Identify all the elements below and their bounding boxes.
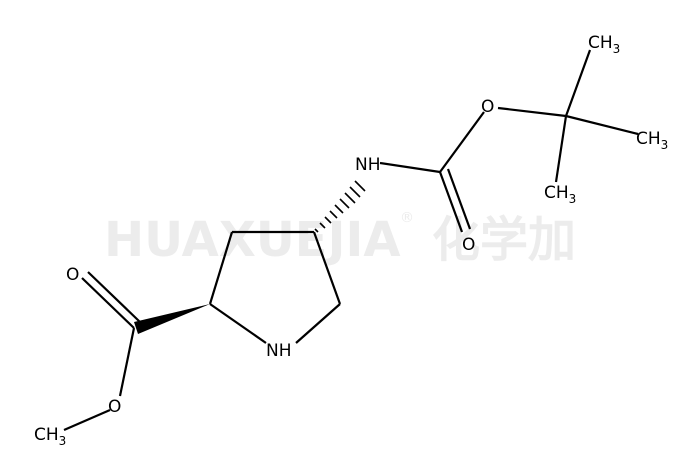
solid-wedge-c2-ester [134,304,210,334]
atom-o-ester-methyl: O [108,397,121,417]
bond-ester-c-o [118,327,136,397]
watermark-registered: ® [400,210,414,226]
bond-carbonyl-double-a [438,171,464,233]
bonds [63,49,639,432]
bond-ring-c2-n [209,303,267,344]
bond-tbu-ch3-right [565,114,639,136]
hashed-wedge-c4-nh [314,180,366,233]
atom-ch3-right: CH3 [636,129,668,152]
bond-tbu-o [497,106,567,118]
bond-ring-c3-c2 [208,231,234,305]
watermark: HUAXUEJIA ® 化学加 [104,210,576,268]
atom-labels: CH3 CH3 CH3 O O NH NH O O CH3 [34,33,668,448]
atom-nh-ring: NH [266,341,292,361]
bond-c-nh [379,161,441,174]
bond-ring-c5-c4 [312,231,342,305]
watermark-latin: HUAXUEJIA [104,212,400,268]
atom-o-ester-boc: O [481,97,494,117]
bond-o-carbonyl-c [439,111,485,173]
bond-tbu-ch3-mid [554,115,568,183]
atom-o-carbonyl-ester: O [66,265,79,285]
bond-o-methyl [63,408,111,432]
atom-ch3-top: CH3 [588,33,620,56]
atom-ch3-methyl: CH3 [34,425,66,448]
bond-ring-n-c5 [295,303,341,344]
atom-nh-carbamate: NH [355,155,381,175]
bond-tbu-ch3-top [564,49,592,117]
bond-carbonyl-double-b [446,168,472,230]
bond-ester-double-b [87,271,141,323]
atom-ch3-mid: CH3 [544,183,576,206]
bond-ester-double-a [81,277,135,329]
atom-o-carbonyl-boc: O [462,235,475,255]
watermark-chinese: 化学加 [432,212,576,268]
